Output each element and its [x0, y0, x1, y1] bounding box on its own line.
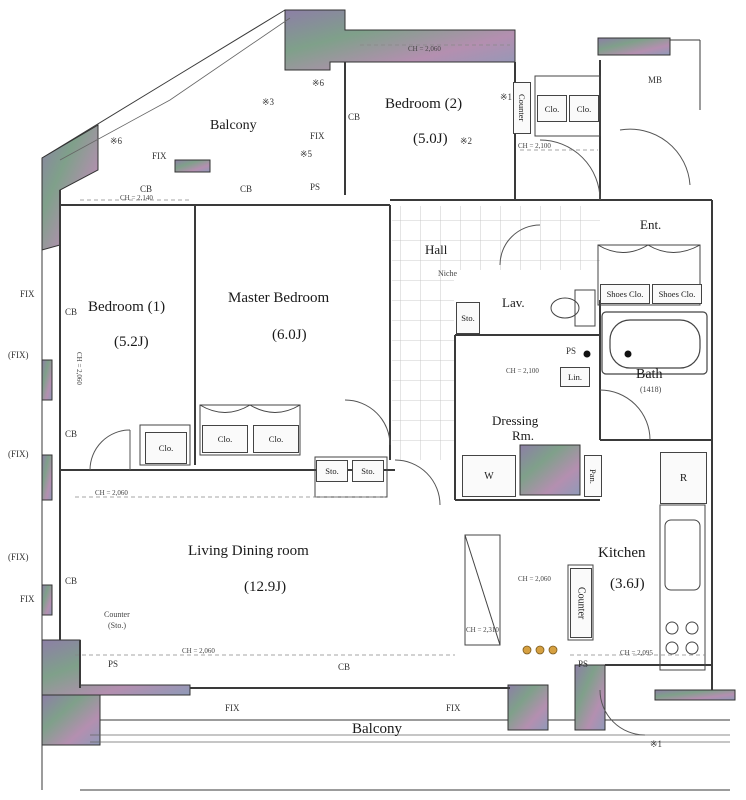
- ps-markers: [583, 350, 632, 358]
- washer: W: [462, 455, 516, 497]
- note-6-top: ※6: [312, 78, 325, 88]
- fix-label-4: (FIX): [8, 552, 29, 562]
- bedroom2-name: Bedroom (2): [385, 96, 463, 112]
- shoes-closet-b: Shoes Clo.: [652, 284, 702, 304]
- entry-tile-floor: [454, 206, 600, 270]
- kitchen-counter: Counter: [570, 568, 592, 638]
- cb-label-1: CB: [140, 184, 153, 194]
- cb-label-7: CB: [348, 112, 361, 122]
- bedroom1-area: (5.2J): [114, 334, 149, 350]
- bath-name: Bath: [636, 367, 663, 382]
- bathtub: [601, 311, 708, 375]
- fix-label-6: FIX: [225, 703, 240, 713]
- cb-label-2: CB: [240, 184, 253, 194]
- niche-label: Niche: [438, 269, 458, 278]
- mb-label: MB: [648, 75, 663, 85]
- counter-sto-label: Counter: [104, 610, 130, 619]
- closet-bedroom1: Clo.: [145, 432, 187, 464]
- storage-living-a: Sto.: [316, 460, 348, 482]
- note-6-left: ※6: [110, 136, 123, 146]
- fix-label-3: (FIX): [8, 449, 29, 459]
- ch-2060-lower: CH = 2,060: [182, 647, 215, 655]
- bedroom2-area: (5.0J): [413, 131, 448, 147]
- fix-label-5: FIX: [20, 594, 35, 604]
- hall-name: Hall: [425, 242, 448, 257]
- ceiling-dash-lines: [75, 44, 705, 656]
- counter-bedroom2: Counter: [513, 82, 531, 134]
- closet-bedroom2-a: Clo.: [537, 95, 567, 122]
- note-5: ※5: [300, 149, 313, 159]
- entrance-name: Ent.: [640, 217, 662, 232]
- bedroom2-ch: CH = 2,060: [408, 45, 441, 53]
- ps-label-left: PS: [108, 659, 119, 669]
- closet-master-b: Clo.: [253, 425, 299, 453]
- pantry: Pan.: [584, 455, 602, 497]
- fix-label-9: FIX: [310, 131, 325, 141]
- dressing-name: Dressing: [492, 413, 539, 428]
- cb-label-3: CB: [65, 307, 78, 317]
- cb-label-4: CB: [65, 429, 78, 439]
- dressing-name2: Rm.: [512, 428, 535, 443]
- closet-bedroom2-b: Clo.: [569, 95, 599, 122]
- bath-size: (1418): [640, 385, 662, 394]
- shoes-closet-a: Shoes Clo.: [600, 284, 650, 304]
- ch-2095: CH = 2,095: [620, 649, 653, 657]
- master-bedroom-name: Master Bedroom: [228, 290, 330, 306]
- balcony-rails: [59, 17, 730, 743]
- ch-2060-kitchen: CH = 2,060: [518, 575, 551, 583]
- balcony-bottom-name: Balcony: [352, 721, 402, 737]
- note-1-top: ※1: [500, 92, 513, 102]
- ch-2060-living: CH = 2,060: [95, 489, 128, 497]
- kitchen-dots: [522, 645, 558, 655]
- ps-label-right: PS: [578, 659, 589, 669]
- closet-master-a: Clo.: [202, 425, 248, 453]
- kitchen-area: (3.6J): [610, 576, 645, 592]
- storage-hall: Sto.: [456, 302, 480, 334]
- ps-label-bath: PS: [566, 346, 577, 356]
- living-name: Living Dining room: [188, 543, 309, 559]
- fix-label-2: (FIX): [8, 350, 29, 360]
- ch-2140: CH = 2,140: [120, 194, 153, 202]
- ch-2100-hall: CH = 2,100: [506, 367, 539, 375]
- bedroom2-ch2: CH = 2,100: [518, 142, 551, 150]
- fix-label-1: FIX: [20, 289, 35, 299]
- toilet: [550, 289, 596, 327]
- master-bedroom-area: (6.0J): [272, 327, 307, 343]
- door-swings: [89, 128, 691, 736]
- kitchen-name: Kitchen: [598, 545, 646, 561]
- bedroom1-name: Bedroom (1): [88, 299, 166, 315]
- refrigerator: R: [660, 452, 707, 504]
- lav-name: Lav.: [502, 295, 525, 310]
- kitchen-fixtures: [464, 504, 706, 671]
- structural-walls: [41, 9, 736, 746]
- note-1-bottom: ※1: [650, 739, 663, 749]
- ps-label-top: PS: [310, 182, 321, 192]
- storage-living-b: Sto.: [352, 460, 384, 482]
- living-area: (12.9J): [244, 579, 287, 595]
- cb-label-6: CB: [338, 662, 351, 672]
- bedroom2-note: ※2: [460, 136, 473, 146]
- linen-closet: Lin.: [560, 367, 590, 387]
- counter-sto-label2: (Sto.): [108, 621, 126, 630]
- fix-label-8: FIX: [152, 151, 167, 161]
- ch-2310: CH = 2,310: [466, 626, 499, 634]
- cb-label-5: CB: [65, 576, 78, 586]
- outline: [41, 9, 730, 791]
- fix-label-7: FIX: [446, 703, 461, 713]
- note-3: ※3: [262, 97, 275, 107]
- hall-tile-floor: [392, 206, 454, 460]
- closet-doors: [139, 75, 701, 498]
- ch-2060-vertical: CH = 2,060: [75, 352, 83, 385]
- balcony-top-name: Balcony: [210, 118, 257, 133]
